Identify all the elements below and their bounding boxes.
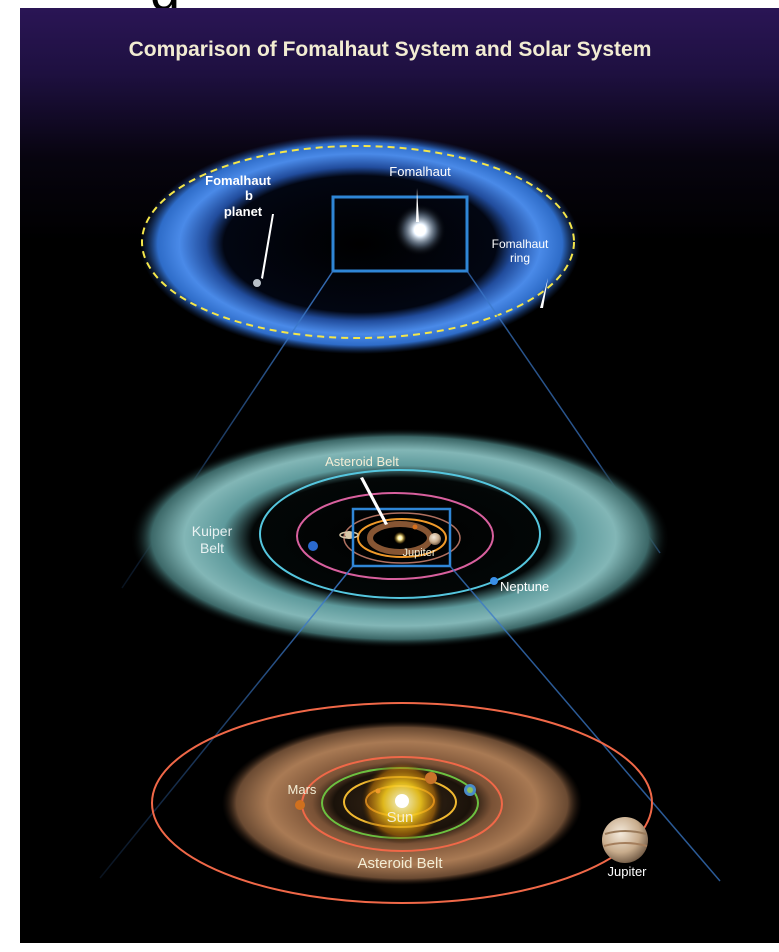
neptune-orbit bbox=[259, 469, 541, 599]
fomalhaut-zoom-box bbox=[331, 195, 469, 273]
saturn-small-icon bbox=[345, 531, 353, 539]
diagram-svg: Fomalhaut Fomalhaut b planet Fomalhaut r… bbox=[20, 8, 779, 943]
fomalhaut-ring-label-line1: Fomalhaut bbox=[492, 237, 549, 251]
fomalhaut-star-label: Fomalhaut bbox=[389, 164, 451, 179]
fomalhaut-ring-label-line2: ring bbox=[510, 251, 530, 265]
zoom-beam-right-lower bbox=[449, 565, 721, 882]
jupiter-band-1 bbox=[604, 830, 647, 835]
kuiper-label-line1: Kuiper bbox=[192, 523, 233, 539]
mars-small-icon bbox=[412, 524, 418, 530]
asteroid-belt-pointer bbox=[360, 477, 388, 525]
ring-pointer bbox=[540, 278, 548, 308]
fomalhaut-b-planet-icon bbox=[253, 279, 261, 287]
solar-zoom-box bbox=[351, 507, 452, 568]
diagram-canvas: Fomalhaut Fomalhaut b planet Fomalhaut r… bbox=[20, 8, 779, 943]
fomalhaut-star-core bbox=[414, 224, 426, 236]
asteroid-belt-label: Asteroid Belt bbox=[325, 454, 399, 469]
jupiter-large-icon bbox=[602, 817, 648, 863]
zoom-beam-left-lower bbox=[99, 565, 354, 879]
neptune-small-icon bbox=[490, 577, 498, 585]
kuiper-label-line2: Belt bbox=[200, 540, 224, 556]
mars-icon bbox=[295, 800, 305, 810]
fomalhaut-b-label-line2: b bbox=[245, 188, 253, 203]
star-pointer bbox=[416, 188, 419, 222]
jupiter-small-icon bbox=[429, 533, 441, 545]
fomalhaut-dust-ring bbox=[140, 134, 580, 354]
jupiter-large-label: Jupiter bbox=[607, 864, 647, 879]
fomalhaut-b-label-line1: Fomalhaut bbox=[205, 173, 271, 188]
neptune-label: Neptune bbox=[500, 579, 549, 594]
uranus-small-icon bbox=[308, 541, 318, 551]
sun-label: Sun bbox=[387, 809, 414, 826]
venus-icon bbox=[425, 772, 437, 784]
jupiter-orbit-large bbox=[151, 702, 653, 904]
fomalhaut-orbit-dashed bbox=[141, 145, 575, 339]
uranus-orbit bbox=[296, 492, 494, 580]
diagram-title: Comparison of Fomalhaut System and Solar… bbox=[129, 38, 652, 61]
mercury-icon bbox=[375, 788, 381, 794]
planet-pointer bbox=[261, 214, 274, 279]
jupiter-orbit bbox=[357, 518, 447, 558]
jupiter-small-label: Jupiter bbox=[402, 547, 435, 559]
inner-asteroid-belt-label: Asteroid Belt bbox=[357, 855, 443, 872]
sun-small-icon bbox=[394, 532, 406, 544]
sun-core bbox=[395, 794, 409, 808]
mars-label: Mars bbox=[288, 782, 317, 797]
earth-land bbox=[467, 787, 473, 793]
jupiter-band-2 bbox=[603, 842, 648, 847]
fomalhaut-b-label-line3: planet bbox=[224, 204, 263, 219]
